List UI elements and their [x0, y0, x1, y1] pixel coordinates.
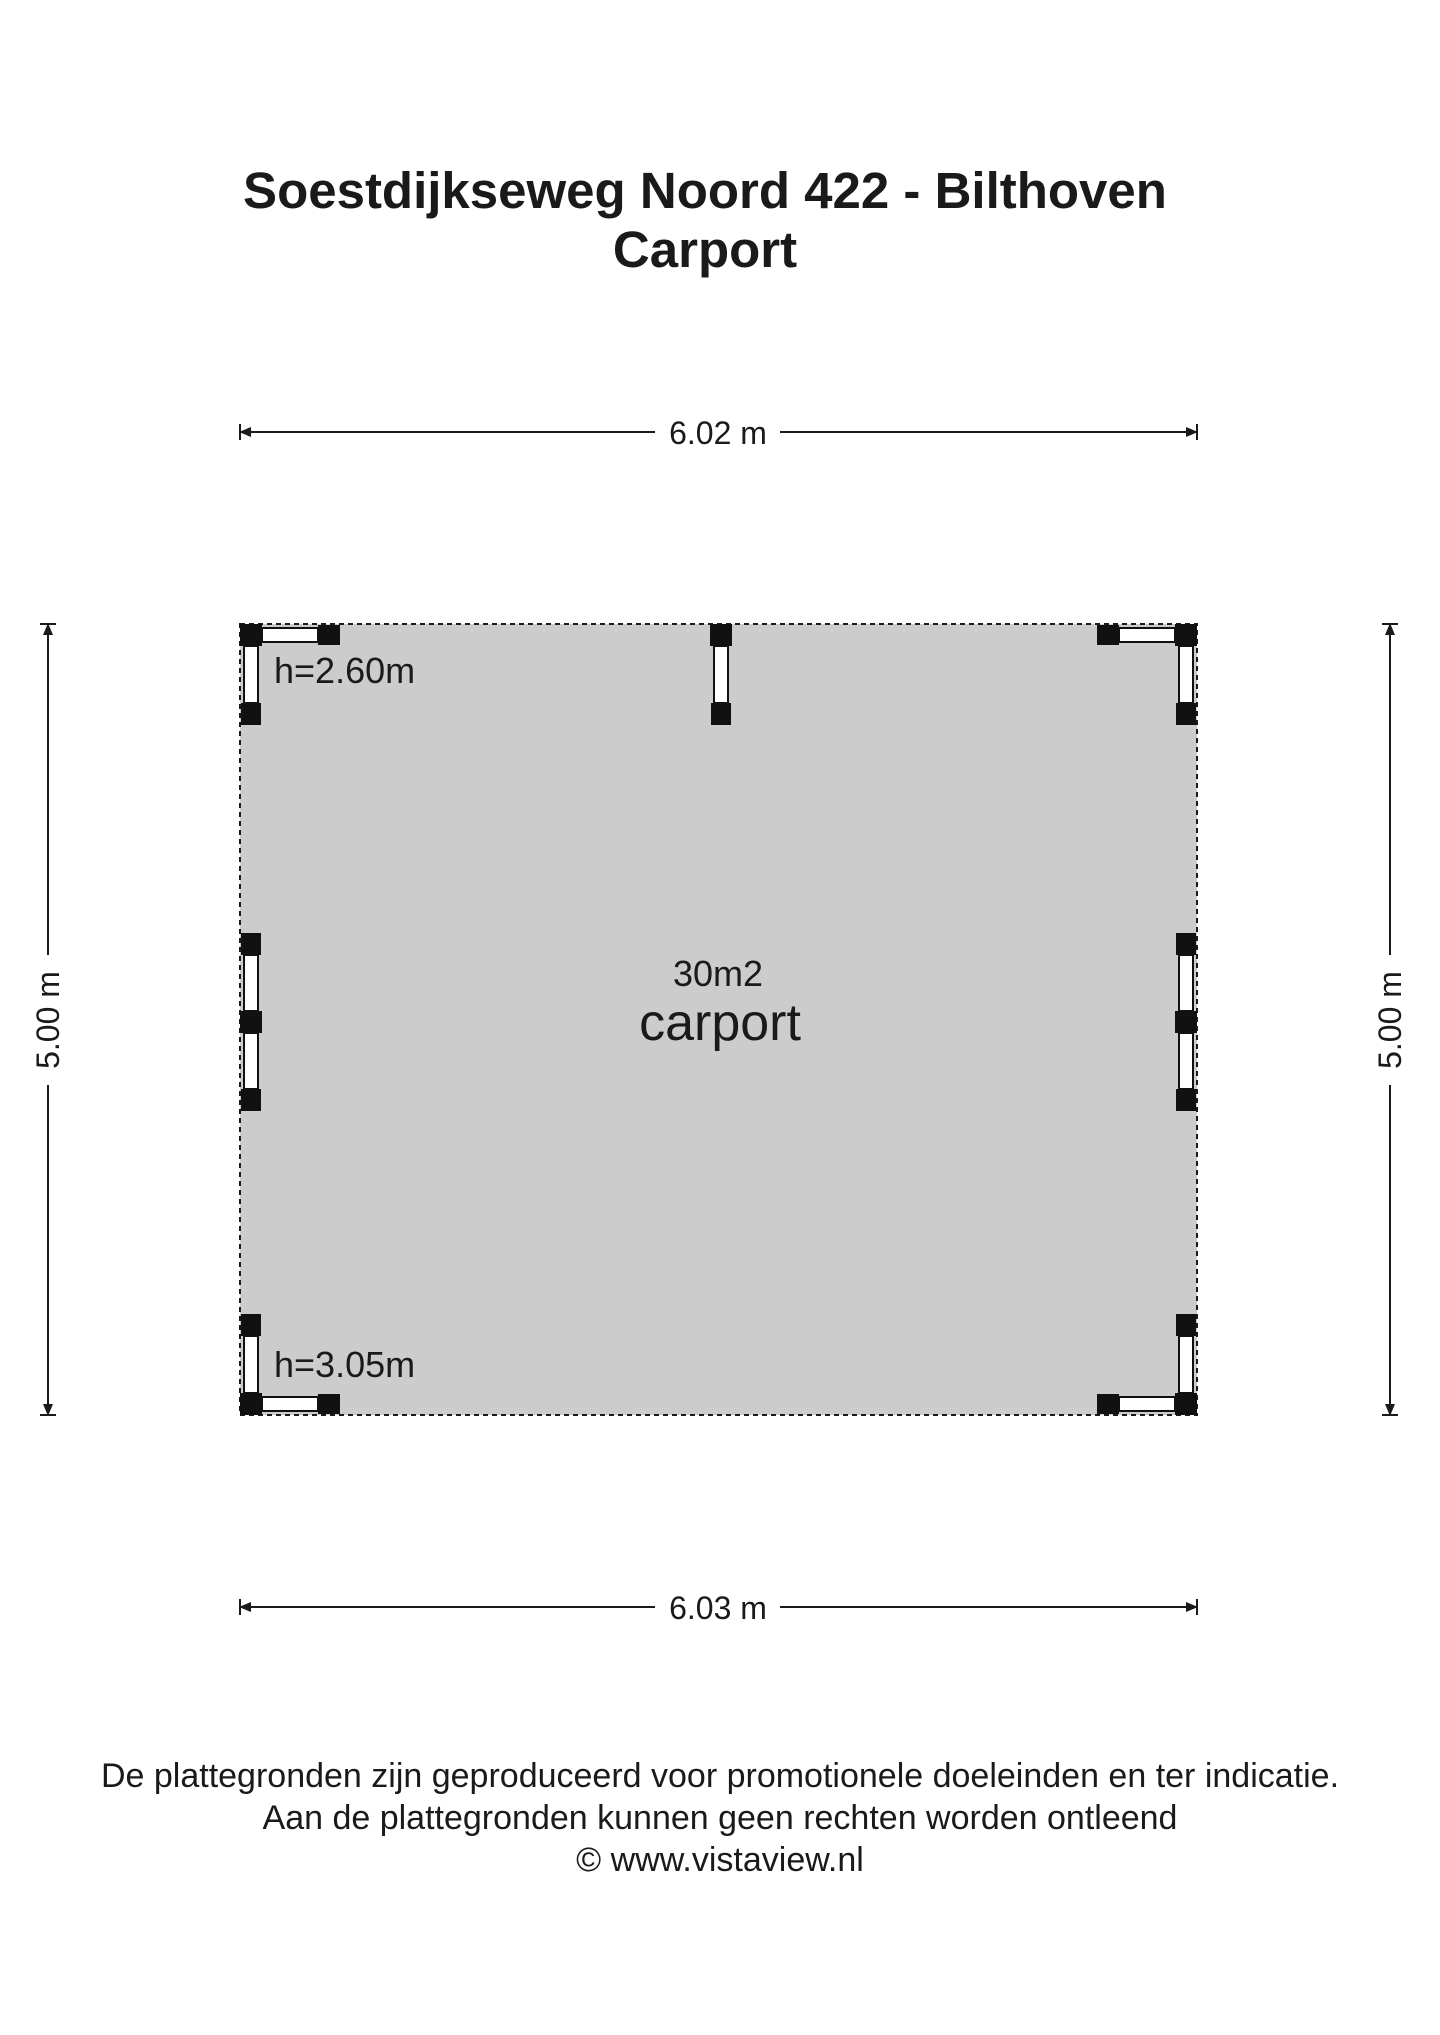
dimension-left-label: 5.00 m: [30, 971, 66, 1069]
post-top-left: [240, 624, 340, 725]
disclaimer-line-1: De plattegronden zijn geproduceerd voor …: [100, 1757, 1340, 1795]
post-bottom-right: [1097, 1314, 1197, 1415]
post-top-middle: [710, 624, 732, 725]
room-area: 30m2: [673, 953, 763, 994]
plan-title: Soestdijkseweg Noord 422 - Bilthoven: [243, 162, 1167, 219]
dimension-right: 5.00 m: [1372, 623, 1408, 1416]
room-name: carport: [639, 994, 801, 1052]
post-top-right: [1097, 624, 1197, 725]
height-label-top: h=2.60m: [274, 650, 415, 691]
plan-subtitle: Carport: [612, 221, 798, 278]
copyright-line: © www.vistaview.nl: [576, 1841, 864, 1879]
dimension-bottom: 6.03 m: [239, 1590, 1198, 1626]
dimension-left: 5.00 m: [30, 623, 66, 1416]
post-bottom-left: [240, 1314, 340, 1415]
dimension-bottom-label: 6.03 m: [669, 1590, 767, 1626]
height-label-bottom: h=3.05m: [274, 1344, 415, 1385]
carport-floor: [239, 623, 1198, 1416]
dimension-top-label: 6.02 m: [669, 415, 767, 451]
dimension-right-label: 5.00 m: [1372, 971, 1408, 1069]
disclaimer-line-2: Aan de plattegronden kunnen geen rechten…: [262, 1799, 1178, 1837]
post-right-middle: [1175, 933, 1197, 1111]
dimension-top: 6.02 m: [239, 415, 1198, 451]
post-left-middle: [240, 933, 262, 1111]
